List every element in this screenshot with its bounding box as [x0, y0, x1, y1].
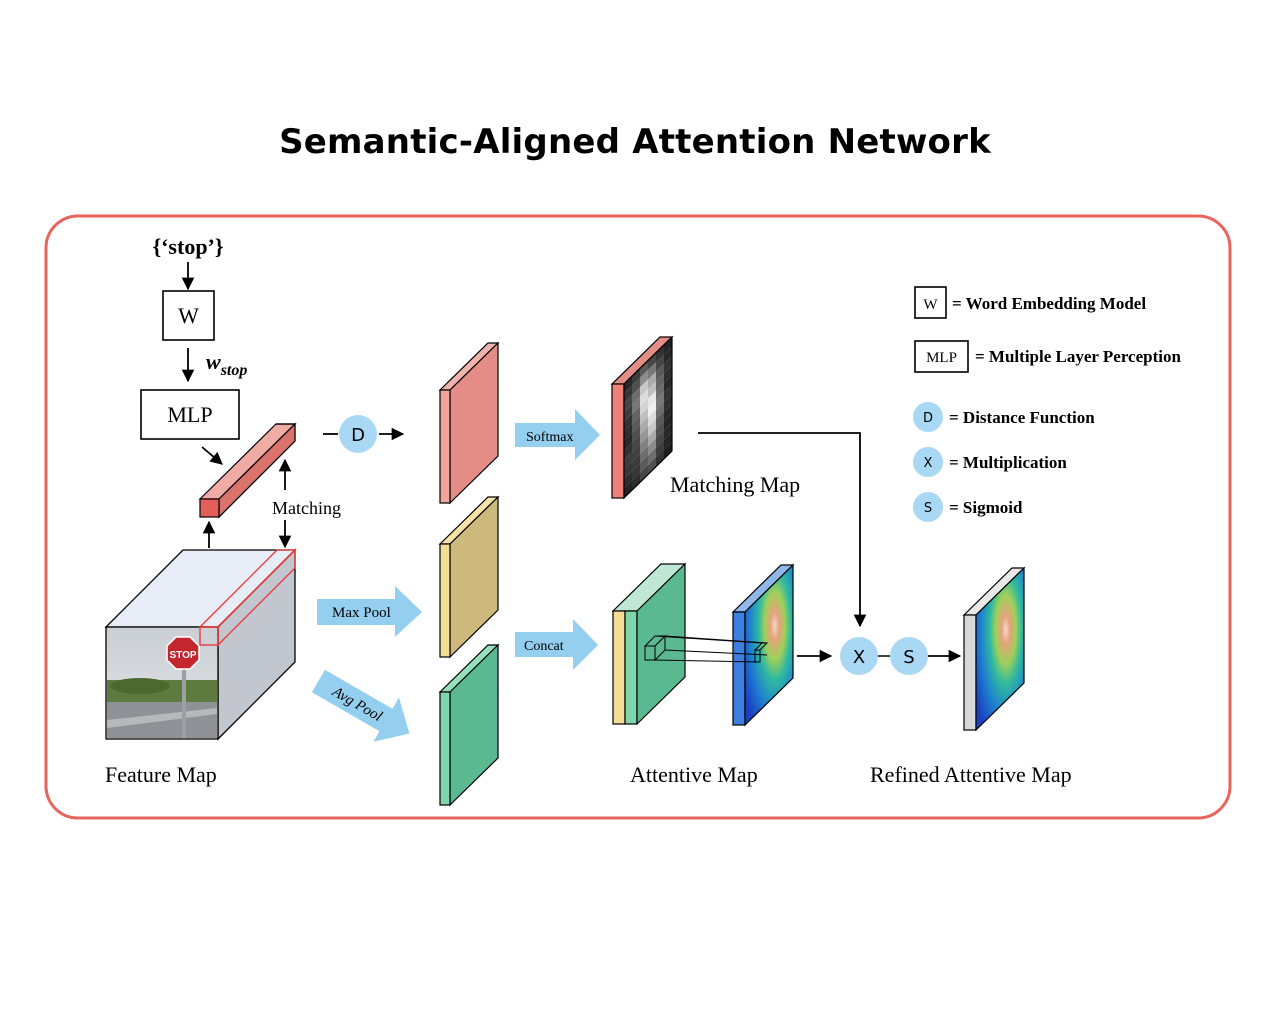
mlp-box: [140, 389, 240, 440]
concat-label: Concat: [524, 639, 564, 654]
matching-map-caption: Matching Map: [670, 472, 800, 497]
word-embedding-box-label: W: [178, 303, 199, 328]
feature-map-caption: Feature Map: [105, 762, 217, 787]
sigmoid-op-circle: [890, 637, 928, 675]
diagram-frame: [44, 214, 1232, 820]
legend-s-text: = Sigmoid: [949, 498, 1023, 517]
legend-d-circle: [913, 402, 943, 432]
legend-mlp-text: = Multiple Layer Perception: [975, 347, 1181, 366]
matching-label: Matching: [272, 498, 341, 518]
legend-w-box: [914, 286, 947, 319]
legend: W = Word Embedding Model MLP = Multiple …: [913, 286, 1181, 522]
matching-map: [610, 335, 674, 500]
stop-sign-photo: STOP: [107, 636, 217, 738]
mlp-box-label: MLP: [167, 402, 212, 427]
concat-arrow: [515, 619, 598, 670]
legend-x-circle: [913, 447, 943, 477]
projection-lines: [654, 635, 768, 663]
word-embedding-box: [162, 290, 215, 341]
softmax-arrow: [515, 409, 600, 460]
multiply-op-circle: [840, 637, 878, 675]
legend-x-symbol: X: [924, 456, 933, 471]
avg-pool-block: [438, 643, 500, 807]
refined-map-caption: Refined Attentive Map: [870, 762, 1072, 787]
concat-stack: [611, 562, 687, 726]
avg-pool-arrow: [311, 669, 410, 742]
legend-s-symbol: S: [924, 501, 932, 516]
sigmoid-op-label: S: [903, 647, 914, 668]
legend-x-text: = Multiplication: [949, 453, 1067, 472]
max-pool-label: Max Pool: [332, 605, 391, 621]
distance-op-circle: [339, 415, 377, 453]
legend-w-symbol: W: [923, 297, 938, 313]
refined-attentive-map: [962, 566, 1026, 732]
embedding-vector-bar: [198, 422, 297, 519]
w-stop-label: wstop: [206, 349, 247, 379]
max-pool-arrow: [317, 586, 422, 637]
legend-mlp-symbol: MLP: [926, 350, 957, 366]
legend-d-text: = Distance Function: [949, 408, 1095, 427]
attentive-map: [731, 563, 795, 727]
multiply-op-label: X: [853, 647, 865, 668]
feature-map-cube: STOP: [104, 548, 297, 741]
distance-op-label: D: [351, 425, 365, 446]
legend-mlp-box: [914, 340, 969, 373]
max-pool-block: [438, 495, 500, 659]
legend-w-text: = Word Embedding Model: [952, 294, 1146, 313]
legend-d-symbol: D: [923, 411, 933, 426]
softmax-label: Softmax: [526, 430, 573, 445]
attentive-map-caption: Attentive Map: [630, 762, 758, 787]
page-title: Semantic-Aligned Attention Network: [279, 122, 991, 162]
stop-sign-text: STOP: [169, 650, 196, 661]
legend-s-circle: [913, 492, 943, 522]
word-input-label: {‘stop’}: [152, 234, 223, 259]
distance-output-block: [438, 341, 500, 505]
